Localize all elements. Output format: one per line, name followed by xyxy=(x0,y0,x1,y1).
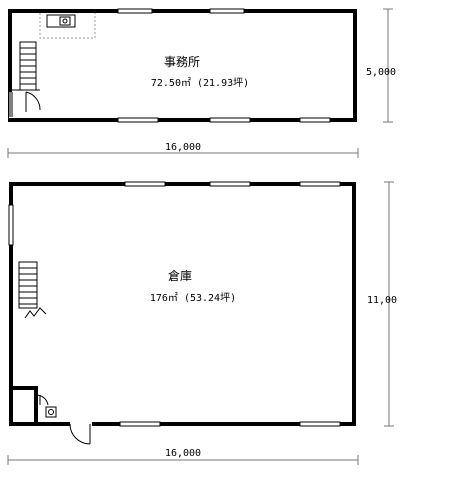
office-width-dimension: 16,000 xyxy=(165,142,201,153)
warehouse-window-top-3 xyxy=(299,181,341,187)
warehouse-plan: 倉庫 176㎡ (53.24坪) 16,000 11,00 xyxy=(7,181,397,465)
office-plan: 事務所 72.50㎡ (21.93坪) 16,000 5,000 xyxy=(7,8,396,158)
kitchen-counter xyxy=(39,13,96,39)
office-window-top-1 xyxy=(117,8,153,14)
warehouse-room-name: 倉庫 xyxy=(168,268,192,283)
office-entrance-door xyxy=(9,91,41,118)
office-outer-wall xyxy=(8,9,357,122)
warehouse-entrance-door xyxy=(69,422,92,445)
warehouse-height-dimension: 11,00 xyxy=(367,295,397,306)
office-window-top-2 xyxy=(209,8,245,14)
office-window-bottom-3 xyxy=(299,117,331,123)
office-window-bottom-2 xyxy=(209,117,251,123)
warehouse-window-bottom-1 xyxy=(119,421,161,427)
office-staircase xyxy=(12,41,40,91)
warehouse-room-area: 176㎡ (53.24坪) xyxy=(150,291,236,304)
warehouse-staircase xyxy=(18,261,47,319)
warehouse-outer-wall xyxy=(9,182,356,426)
warehouse-window-left xyxy=(8,204,14,246)
warehouse-toilet xyxy=(9,386,57,426)
office-room-name: 事務所 xyxy=(164,55,200,69)
office-room-area: 72.50㎡ (21.93坪) xyxy=(151,76,249,89)
warehouse-width-dimension: 16,000 xyxy=(165,448,201,459)
office-height-dimension: 5,000 xyxy=(366,67,396,78)
warehouse-window-top-1 xyxy=(124,181,166,187)
warehouse-window-bottom-2 xyxy=(299,421,341,427)
office-window-bottom-1 xyxy=(117,117,159,123)
warehouse-dimension-lines xyxy=(7,181,394,465)
warehouse-window-top-2 xyxy=(209,181,251,187)
office-dimension-lines xyxy=(7,8,393,158)
